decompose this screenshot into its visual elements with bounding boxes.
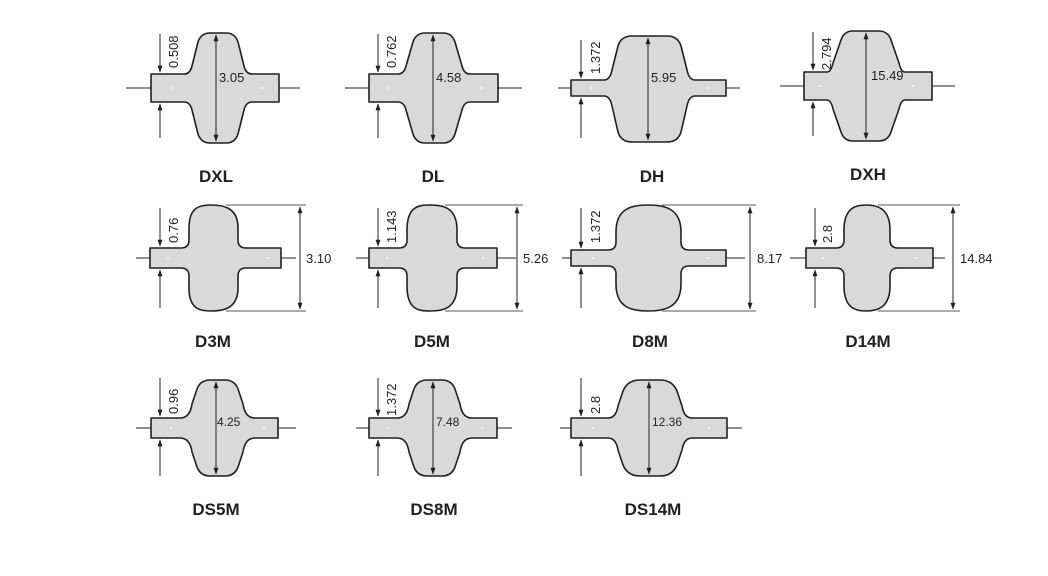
tooth-shape <box>368 204 498 312</box>
profile-title: D5M <box>414 332 450 351</box>
width-label: 8.17 <box>757 251 782 266</box>
tooth-shape <box>805 204 934 312</box>
width-label: 15.49 <box>871 68 904 83</box>
width-label: 3.05 <box>219 70 244 85</box>
profile-ds5m: 0.96 4.25 DS5M <box>136 378 296 519</box>
height-label: 1.143 <box>384 210 399 243</box>
profile-title: DL <box>422 167 445 186</box>
profile-title: D3M <box>195 332 231 351</box>
height-label: 1.372 <box>384 383 399 416</box>
width-label: 5.95 <box>651 70 676 85</box>
profile-d3m: 3.10 0.76 D3M <box>136 204 331 351</box>
width-label: 4.25 <box>217 415 241 429</box>
width-label: 14.84 <box>960 251 993 266</box>
tooth-shape <box>570 204 727 312</box>
height-label: 2.794 <box>819 37 834 70</box>
profile-title: DS5M <box>192 500 239 519</box>
profile-title: D8M <box>632 332 668 351</box>
height-label: 0.96 <box>166 389 181 414</box>
profile-dh: 1.372 5.95 DH <box>558 35 740 186</box>
height-label: 1.372 <box>588 210 603 243</box>
profile-dl: 0.762 4.58 DL <box>345 32 522 186</box>
profile-title: D14M <box>845 332 890 351</box>
height-label: 0.762 <box>384 35 399 68</box>
profile-title: DH <box>640 167 665 186</box>
height-label: 2.8 <box>588 396 603 414</box>
width-label: 5.26 <box>523 251 548 266</box>
profile-title: DXH <box>850 165 886 184</box>
profile-title: DS8M <box>410 500 457 519</box>
profile-ds8m: 1.372 7.48 DS8M <box>356 378 512 519</box>
height-label: 2.8 <box>820 225 835 243</box>
profile-title: DS14M <box>625 500 682 519</box>
width-label: 3.10 <box>306 251 331 266</box>
height-label: 0.508 <box>166 35 181 68</box>
profile-ds14m: 2.8 12.36 DS14M <box>560 378 742 519</box>
height-label: 0.76 <box>166 218 181 243</box>
profile-d5m: 5.26 1.143 D5M <box>356 204 548 351</box>
profile-dxh: 2.794 15.49 DXH <box>780 30 955 184</box>
width-label: 12.36 <box>652 415 682 429</box>
profile-d8m: 8.17 1.372 D8M <box>562 204 782 351</box>
tooth-shape <box>149 204 282 312</box>
profile-d14m: 14.84 2.8 D14M <box>790 204 993 351</box>
profile-dxl: 0.508 3.05 DXL <box>126 32 300 186</box>
width-label: 7.48 <box>436 415 460 429</box>
height-label: 1.372 <box>588 41 603 74</box>
width-label: 4.58 <box>436 70 461 85</box>
profile-title: DXL <box>199 167 233 186</box>
